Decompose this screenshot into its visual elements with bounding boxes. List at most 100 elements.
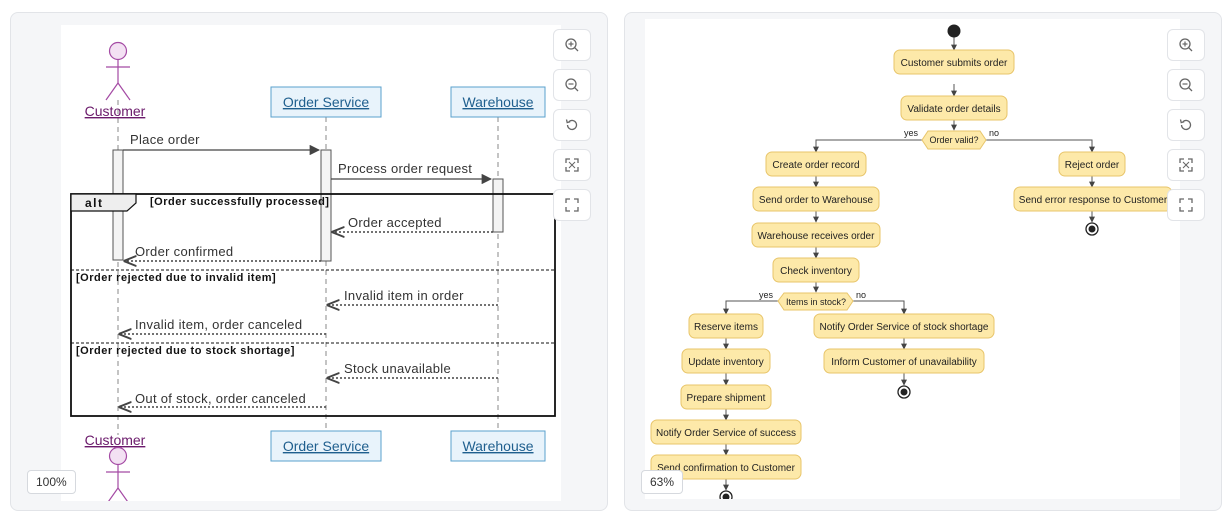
branch-yes-label: yes — [904, 128, 919, 138]
activity-diagram-canvas[interactable]: Customer submits order Validate order de… — [645, 19, 1180, 504]
svg-text:Items in stock?: Items in stock? — [786, 297, 846, 307]
actor-label: Customer — [85, 432, 146, 448]
message-stock-unavailable: Stock unavailable — [328, 361, 498, 378]
svg-text:Warehouse receives order: Warehouse receives order — [758, 231, 876, 242]
activation-warehouse — [492, 178, 504, 233]
decision-order-valid[interactable]: Order valid? — [921, 130, 987, 150]
activity-customer-submits-order[interactable]: Customer submits order — [893, 49, 1015, 75]
branch-yes-label: yes — [759, 290, 774, 300]
activity-send-error-response[interactable]: Send error response to Customer — [1013, 186, 1173, 212]
sequence-diagram-panel: Customer Order Service Warehouse alt [Or… — [10, 12, 608, 511]
reset-icon — [1179, 119, 1192, 131]
message-process-order-request: Process order request — [331, 161, 493, 185]
participant-order-service-top[interactable]: Order Service — [270, 86, 382, 118]
zoom-level-badge: 63% — [641, 470, 684, 494]
svg-text:Stock unavailable: Stock unavailable — [344, 361, 451, 376]
reset-button[interactable] — [553, 109, 591, 141]
sequence-diagram-canvas[interactable]: Customer Order Service Warehouse alt [Or… — [61, 25, 561, 506]
svg-text:Prepare shipment: Prepare shipment — [687, 393, 766, 404]
actor-customer-bottom[interactable]: Customer — [85, 432, 146, 506]
alt-fragment — [70, 193, 556, 417]
reset-icon — [565, 119, 578, 131]
zoom-in-button[interactable] — [553, 29, 591, 61]
svg-text:Reject order: Reject order — [1065, 160, 1120, 171]
branch-no-label: no — [989, 128, 999, 138]
fit-button[interactable] — [1167, 149, 1205, 181]
participant-label: Warehouse — [462, 94, 533, 110]
message-order-accepted: Order accepted — [333, 215, 493, 232]
activity-create-order-record[interactable]: Create order record — [765, 151, 867, 177]
participant-label: Order Service — [283, 438, 370, 454]
activity-validate-order-details[interactable]: Validate order details — [900, 95, 1008, 121]
end-node — [1085, 222, 1099, 236]
guard-3: [Order rejected due to stock shortage] — [76, 345, 295, 357]
alt-fragment-tab — [70, 193, 137, 212]
svg-text:Check inventory: Check inventory — [780, 266, 852, 277]
end-node — [719, 490, 733, 504]
fullscreen-button[interactable] — [553, 189, 591, 221]
zoom-out-button[interactable] — [1167, 69, 1205, 101]
svg-text:Inform Customer of unavailabil: Inform Customer of unavailability — [831, 357, 977, 368]
zoom-out-button[interactable] — [553, 69, 591, 101]
decision-items-in-stock[interactable]: Items in stock? — [777, 292, 854, 311]
fit-button[interactable] — [553, 149, 591, 181]
zoom-in-icon — [1179, 38, 1193, 52]
activation-order-service — [320, 149, 332, 262]
participant-order-service-bottom[interactable]: Order Service — [270, 430, 382, 462]
guard-1: [Order successfully processed] — [150, 196, 329, 208]
guard-2: [Order rejected due to invalid item] — [76, 272, 276, 284]
zoom-out-icon — [1179, 78, 1193, 92]
activity-inform-unavailability[interactable]: Inform Customer of unavailability — [823, 348, 985, 374]
svg-text:Place order: Place order — [130, 132, 200, 147]
end-node — [897, 385, 911, 399]
svg-text:Send confirmation to Customer: Send confirmation to Customer — [657, 463, 796, 474]
activity-send-confirmation[interactable]: Send confirmation to Customer — [650, 454, 802, 480]
svg-text:Process order request: Process order request — [338, 161, 472, 176]
fullscreen-icon — [565, 198, 579, 212]
svg-text:Validate order details: Validate order details — [907, 104, 1000, 115]
activity-reserve-items[interactable]: Reserve items — [688, 313, 764, 339]
message-out-of-stock-canceled: Out of stock, order canceled — [120, 391, 326, 407]
branch-no-label: no — [856, 290, 866, 300]
participant-label: Warehouse — [462, 438, 533, 454]
activity-diagram-panel: Customer submits order Validate order de… — [624, 12, 1222, 511]
activity-connectors — [723, 36, 1095, 491]
message-invalid-item-in-order: Invalid item in order — [328, 288, 498, 305]
message-place-order: Place order — [123, 132, 321, 156]
svg-text:Out of stock, order canceled: Out of stock, order canceled — [135, 391, 306, 406]
sequence-diagram-svg: Customer Order Service Warehouse alt [Or… — [70, 41, 556, 506]
svg-text:Reserve items: Reserve items — [694, 322, 758, 333]
zoom-out-icon — [565, 78, 579, 92]
svg-text:Update inventory: Update inventory — [688, 357, 764, 368]
reset-button[interactable] — [1167, 109, 1205, 141]
left-toolbar — [553, 29, 591, 229]
activity-check-inventory[interactable]: Check inventory — [772, 257, 860, 283]
zoom-in-button[interactable] — [1167, 29, 1205, 61]
svg-text:Notify Order Service of stock: Notify Order Service of stock shortage — [820, 322, 989, 333]
fullscreen-button[interactable] — [1167, 189, 1205, 221]
activity-diagram-svg: Customer submits order Validate order de… — [650, 24, 1173, 504]
activity-prepare-shipment[interactable]: Prepare shipment — [680, 384, 772, 410]
zoom-level-badge: 100% — [27, 470, 76, 494]
svg-text:Invalid item in order: Invalid item in order — [344, 288, 464, 303]
activity-send-order-to-warehouse[interactable]: Send order to Warehouse — [752, 186, 880, 212]
zoom-in-icon — [565, 38, 579, 52]
svg-text:Send error response to Custome: Send error response to Customer — [1019, 195, 1168, 206]
fit-icon — [565, 158, 579, 172]
svg-text:Order accepted: Order accepted — [348, 215, 442, 230]
activity-notify-order-service-success[interactable]: Notify Order Service of success — [650, 419, 802, 445]
activity-reject-order[interactable]: Reject order — [1058, 151, 1126, 177]
alt-keyword: alt — [85, 196, 104, 210]
svg-text:Create order record: Create order record — [772, 160, 859, 171]
participant-warehouse-top[interactable]: Warehouse — [450, 86, 546, 118]
activity-update-inventory[interactable]: Update inventory — [681, 348, 771, 374]
participant-warehouse-bottom[interactable]: Warehouse — [450, 430, 546, 462]
svg-text:Invalid item, order canceled: Invalid item, order canceled — [135, 317, 302, 332]
message-invalid-item-canceled: Invalid item, order canceled — [120, 317, 326, 334]
participant-label: Order Service — [283, 94, 370, 110]
svg-text:Order valid?: Order valid? — [929, 135, 978, 145]
activity-warehouse-receives-order[interactable]: Warehouse receives order — [751, 222, 881, 248]
svg-text:Customer submits order: Customer submits order — [901, 58, 1008, 69]
activity-notify-stock-shortage[interactable]: Notify Order Service of stock shortage — [813, 313, 995, 339]
actor-customer-top[interactable]: Customer — [85, 41, 146, 120]
